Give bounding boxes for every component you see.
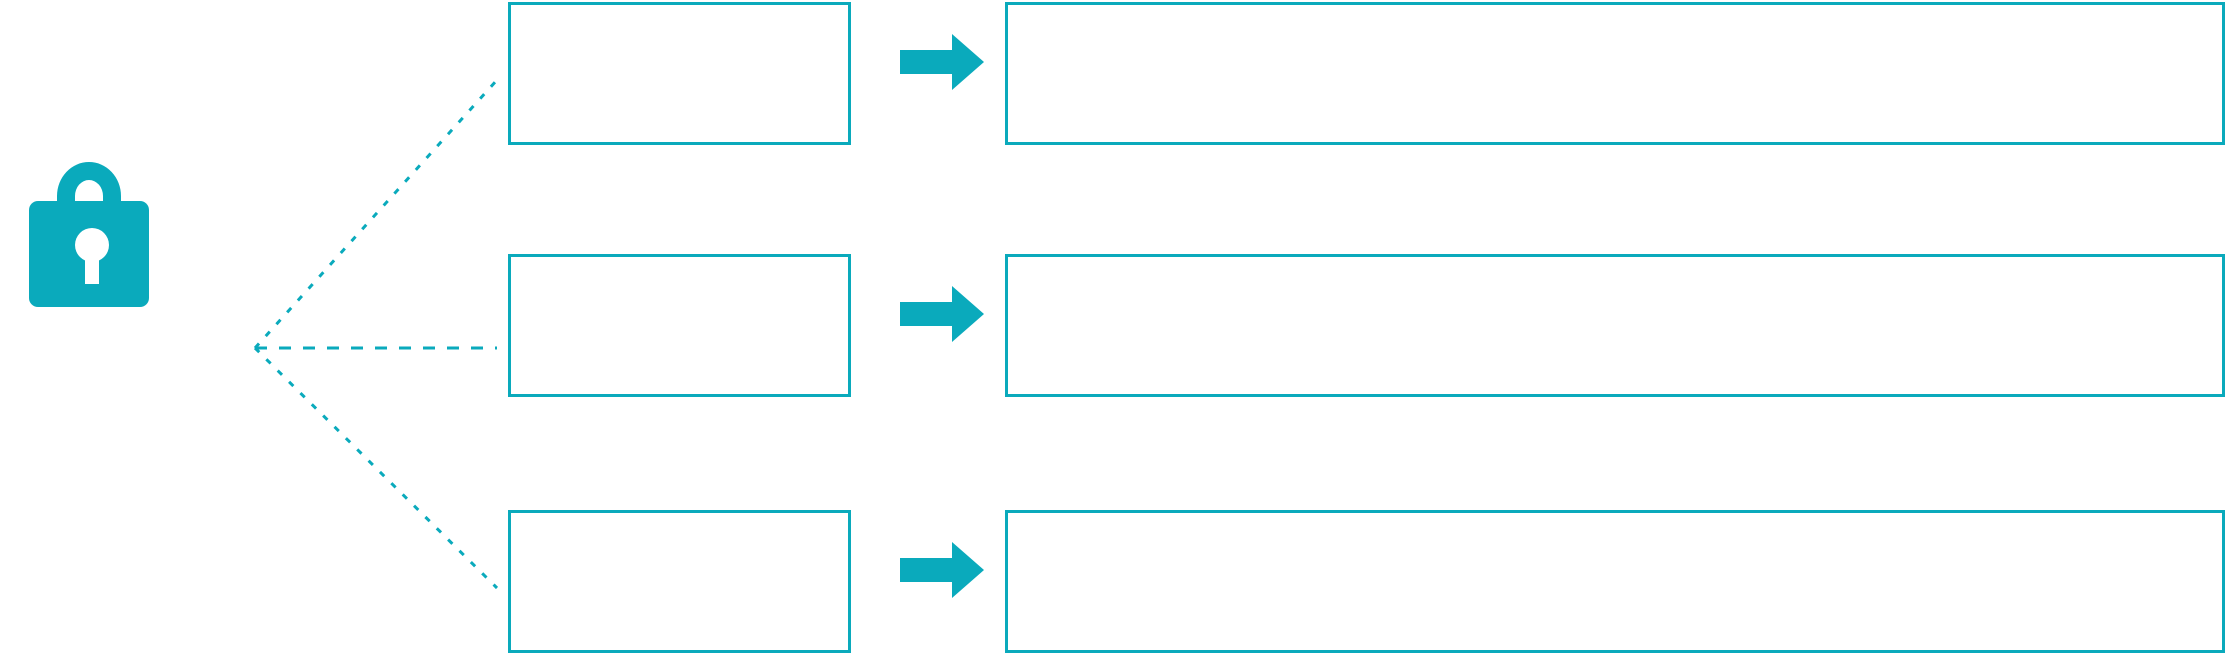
effect-box-1[interactable] [1005, 2, 2225, 145]
arrow-right-icon [900, 286, 984, 342]
effect-box-2[interactable] [1005, 254, 2225, 397]
connector-line-3 [253, 346, 499, 590]
effect-box-1-label [1008, 5, 2222, 25]
arrow-group [900, 34, 984, 598]
cause-box-3-label [511, 513, 848, 533]
cause-box-2[interactable] [508, 254, 851, 397]
cause-box-1-label [511, 5, 848, 25]
effect-box-3-label [1008, 513, 2222, 533]
effect-box-3[interactable] [1005, 510, 2225, 653]
cause-box-1[interactable] [508, 2, 851, 145]
lock-icon [29, 162, 149, 307]
arrow-right-icon [900, 542, 984, 598]
connector-lines [253, 78, 499, 590]
connector-line-1 [253, 78, 499, 350]
cause-box-3[interactable] [508, 510, 851, 653]
effect-box-2-label [1008, 257, 2222, 277]
arrow-right-icon [900, 34, 984, 90]
cause-box-2-label [511, 257, 848, 277]
